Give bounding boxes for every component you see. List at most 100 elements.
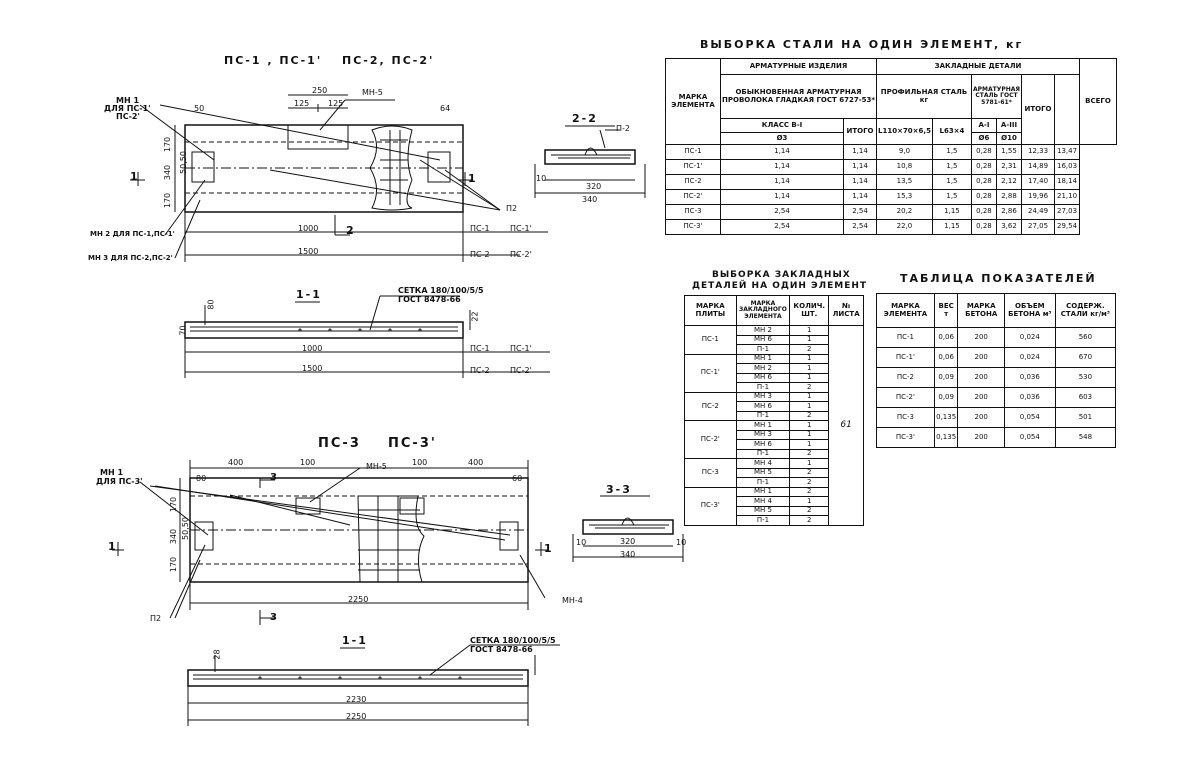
ind-cell: ПС-3' (876, 427, 935, 448)
emb-cell-mark: МН 6 (735, 372, 791, 383)
steel-cell-l110: 22,0 (876, 219, 933, 235)
label-section-3-3: 3-3 (606, 483, 632, 496)
steel-cell-m: ПС-3 (665, 204, 721, 220)
dim-ps1-b: ПС-1 (470, 344, 490, 353)
steel-cell-l110: 15,3 (876, 189, 933, 205)
emb-cell-mark: МН 6 (735, 401, 791, 412)
steel-cell-l63: 1,5 (931, 159, 972, 175)
emb-cell-qty: 2 (789, 486, 830, 497)
dim-320: 320 (586, 182, 602, 191)
label-p2-section: П-2 (616, 124, 630, 133)
ind-cell: ПС-1' (876, 347, 935, 368)
dim-250: 250 (312, 86, 328, 95)
emb-cell-qty: 2 (789, 448, 830, 459)
steel-h-class: КЛАСС В-I (720, 118, 844, 133)
steel-h-a1: А-I (970, 118, 997, 133)
emb-cell-mark: МН 3 (735, 391, 791, 402)
dim-100a: 100 (300, 458, 316, 467)
label-p2-top: П2 (506, 204, 518, 213)
dim-1500: 1500 (298, 247, 319, 256)
steel-cell-d10: 1,55 (995, 144, 1023, 160)
dim-ps2-b: ПС-2 (470, 366, 490, 375)
dim-70: 70 (178, 325, 188, 336)
label-setka-2: СЕТКА 180/100/5/5 (470, 636, 556, 645)
ind-cell: ПС-2 (876, 367, 935, 388)
steel-cell-d10: 2,86 (995, 204, 1023, 220)
emb-cell-mark: МН 6 (735, 334, 791, 345)
ind-cell: 0,054 (1003, 407, 1056, 428)
emb-cell-mark: МН 2 (735, 363, 791, 374)
ind-cell: 530 (1054, 367, 1117, 388)
dim-340c: 340 (620, 550, 636, 559)
dim-64: 64 (440, 104, 451, 113)
emb-cell-qty: 1 (789, 325, 830, 336)
ind-cell: 603 (1054, 387, 1117, 408)
dim-1000: 1000 (298, 224, 319, 233)
ind-h-vol: ОБЪЕМ БЕТОНА м³ (1003, 293, 1056, 328)
section-1-1-top (184, 295, 550, 378)
title-ps2: ПС-2, ПС-2' (342, 54, 435, 67)
steel-h-d3: Ø3 (720, 132, 844, 145)
steel-cell-it2: 17,40 (1021, 174, 1056, 190)
label-mn1-bottom-b: ДЛЯ ПС-3' (96, 477, 143, 486)
steel-cell-d10: 2,88 (995, 189, 1023, 205)
steel-cell-m: ПС-1 (665, 144, 721, 160)
dim-170c: 170 (169, 496, 179, 513)
steel-cell-m: ПС-3' (665, 219, 721, 235)
steel-cell-it2: 27,05 (1021, 219, 1056, 235)
emb-cell-qty: 1 (789, 334, 830, 345)
label-section-2-2: 2-2 (572, 112, 598, 125)
steel-cell-all: 16,03 (1054, 159, 1080, 175)
ind-cell: 670 (1054, 347, 1117, 368)
dim-2250-section: 2250 (346, 712, 367, 721)
steel-cell-all: 18,14 (1054, 174, 1080, 190)
dim-10c: 10 (676, 538, 687, 547)
ind-cell: ПС-3 (876, 407, 935, 428)
emb-cell-qty: 2 (789, 505, 830, 516)
dim-ps1p-b: ПС-1' (510, 344, 532, 353)
cut-mark-3-bottom: 3 (270, 612, 277, 623)
steel-cell-d6: 0,28 (970, 159, 997, 175)
emb-table: МАРКА ПЛИТЫ МАРКА ЗАКЛАДНОГО ЭЛЕМЕНТА КО… (684, 295, 864, 526)
dim-50: 50 (194, 104, 205, 113)
emb-cell-mark: П-1 (735, 344, 791, 355)
label-section-1-1-bottom: 1-1 (342, 634, 368, 647)
dim-ps1: ПС-1 (470, 224, 490, 233)
dim-60b: 60 (512, 474, 523, 483)
section-2-2 (534, 125, 646, 198)
emb-cell-qty: 1 (789, 496, 830, 507)
steel-cell-all: 21,10 (1054, 189, 1080, 205)
emb-h-qty: КОЛИЧ. ШТ. (789, 295, 830, 326)
emb-cell-plate: ПС-1' (684, 353, 737, 393)
dim-50-50-b: 50,50 (180, 517, 190, 540)
steel-cell-l110: 9,0 (876, 144, 933, 160)
ind-cell: 0,09 (933, 367, 959, 388)
dim-170d: 170 (169, 556, 179, 573)
dim-400a: 400 (228, 458, 244, 467)
steel-cell-it2: 12,33 (1021, 144, 1056, 160)
label-mn1-top-c: ПС-2' (116, 112, 140, 121)
emb-cell-plate: ПС-3' (684, 486, 737, 526)
steel-cell-it: 1,14 (843, 174, 877, 190)
steel-h-a3: А-III (995, 118, 1023, 133)
label-gost-1: ГОСТ 8478-66 (398, 295, 461, 304)
plan-ps1-ps2 (130, 94, 548, 262)
emb-table-title-2: ДЕТАЛЕЙ НА ОДИН ЭЛЕМЕНТ (692, 281, 868, 291)
emb-cell-mark: МН 1 (735, 420, 791, 431)
dim-80: 80 (206, 299, 216, 310)
emb-cell-qty: 1 (789, 439, 830, 450)
steel-cell-l63: 1,15 (931, 219, 972, 235)
emb-cell-qty: 1 (789, 429, 830, 440)
emb-h-mark: МАРКА ЗАКЛАДНОГО ЭЛЕМЕНТА (735, 295, 791, 326)
emb-cell-mark: П-1 (735, 382, 791, 393)
emb-cell-qty: 1 (789, 363, 830, 374)
steel-cell-all: 27,03 (1054, 204, 1080, 220)
